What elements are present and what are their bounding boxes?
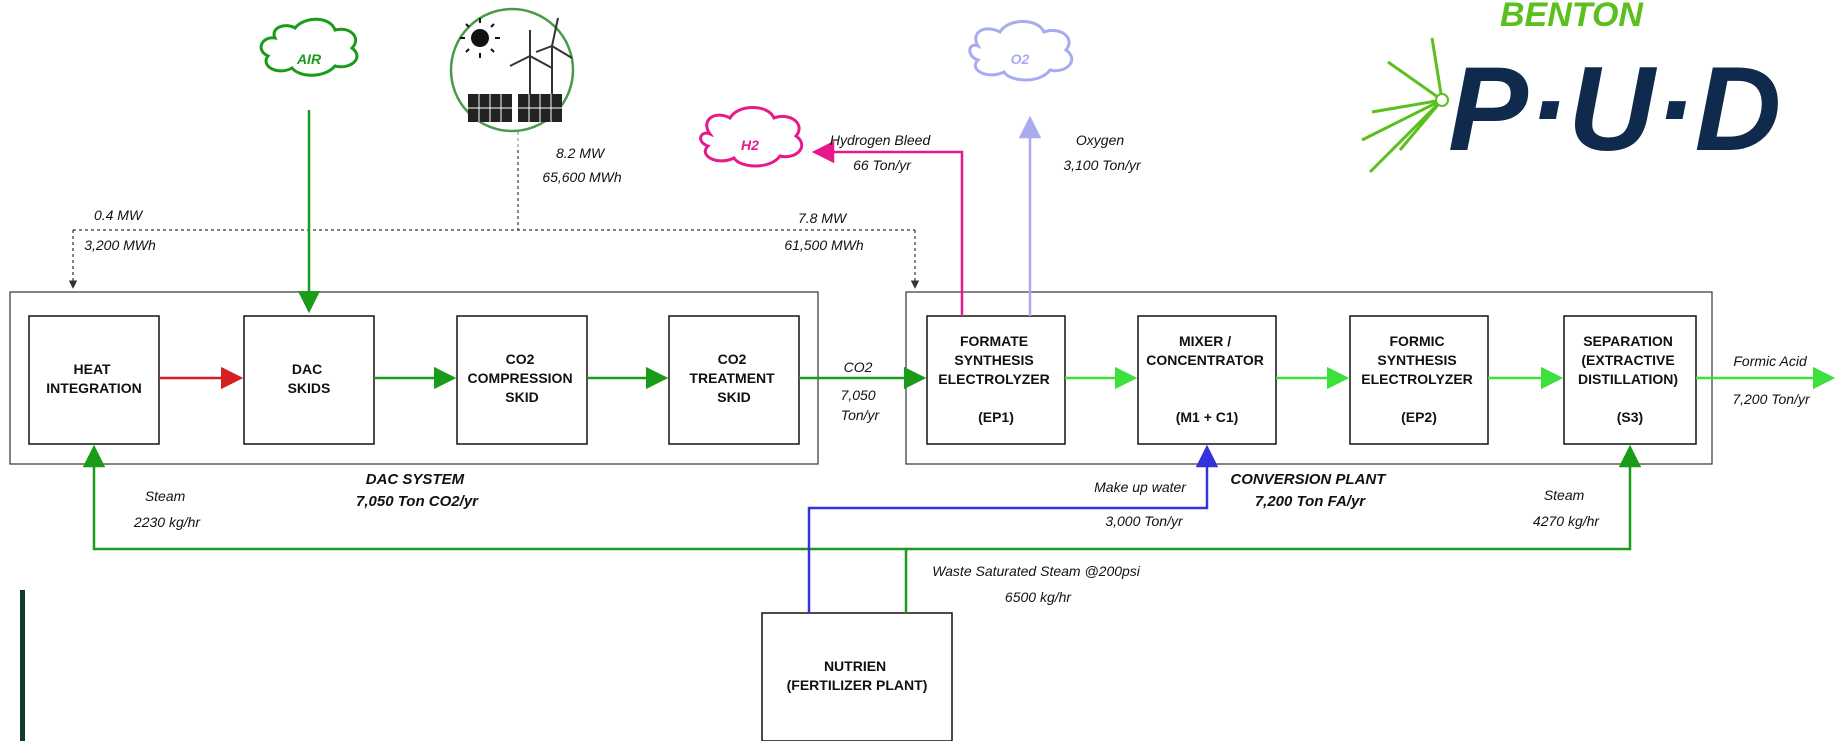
air-cloud: AIR bbox=[261, 19, 357, 75]
formic-label-3: ELECTROLYZER bbox=[1361, 371, 1473, 387]
logo-top-text: BENTON bbox=[1500, 0, 1644, 34]
formic-label-4: (EP2) bbox=[1401, 409, 1437, 425]
power-total-1: 8.2 MW bbox=[556, 145, 606, 161]
logo-main-text: P·U·D bbox=[1448, 42, 1781, 176]
waste-steam-2: 6500 kg/hr bbox=[1005, 589, 1072, 605]
formic-acid-note-2: 7,200 Ton/yr bbox=[1732, 391, 1811, 407]
h2-label: H2 bbox=[741, 137, 759, 153]
svg-text:Make up water 3,000 Ton/yr: Make up water 3,000 Ton/yr bbox=[1094, 479, 1190, 529]
sep-label-4: (S3) bbox=[1617, 409, 1643, 425]
oxygen-note-1: Oxygen bbox=[1076, 132, 1124, 148]
mixer-label-2: CONCENTRATOR bbox=[1146, 352, 1264, 368]
side-bar bbox=[20, 590, 25, 741]
makeup-note-1: Make up water bbox=[1094, 479, 1187, 495]
co2c-label-1: CO2 bbox=[506, 351, 535, 367]
formate-label-1: FORMATE bbox=[960, 333, 1028, 349]
o2-cloud: O2 bbox=[970, 22, 1072, 81]
svg-text:7.8 MW 61,500 MWh: 7.8 MW 61,500 MWh bbox=[784, 210, 864, 253]
conversion-plant-capacity: 7,200 Ton FA/yr bbox=[1255, 493, 1366, 510]
waste-steam-1: Waste Saturated Steam @200psi bbox=[932, 563, 1141, 579]
formic-acid-note-1: Formic Acid bbox=[1733, 353, 1808, 369]
air-label: AIR bbox=[296, 51, 322, 67]
dac-label-2: SKIDS bbox=[288, 380, 331, 396]
co2c-label-3: SKID bbox=[505, 389, 538, 405]
power-conv-2: 61,500 MWh bbox=[784, 237, 864, 253]
formic-label-1: FORMIC bbox=[1389, 333, 1444, 349]
hydrogen-bleed-arrow bbox=[814, 152, 962, 316]
svg-text:CONVERSION PLANT 7,200 Ton: CONVERSION PLANT 7,200 Ton FA/yr bbox=[1230, 471, 1389, 510]
sep-label-3: DISTILLATION) bbox=[1578, 371, 1678, 387]
steam-left-1: Steam bbox=[145, 488, 186, 504]
benton-pud-logo: BENTON P·U·D bbox=[1362, 0, 1781, 176]
svg-text:Formic Acid 7,200 Ton/yr: Formic Acid 7,200 Ton/yr bbox=[1732, 353, 1811, 407]
oxygen-note-2: 3,100 Ton/yr bbox=[1063, 157, 1142, 173]
co2-note-3: Ton/yr bbox=[841, 407, 881, 423]
dac-system-label: DAC SYSTEM bbox=[366, 471, 465, 488]
co2c-label-2: COMPRESSION bbox=[468, 370, 573, 386]
dac-system-capacity: 7,050 Ton CO2/yr bbox=[356, 493, 479, 510]
co2t-label-1: CO2 bbox=[718, 351, 747, 367]
dac-label-1: DAC bbox=[292, 361, 322, 377]
steam-right-1: Steam bbox=[1544, 487, 1585, 503]
svg-text:DAC SYSTEM 7,050 Ton CO2/y: DAC SYSTEM 7,050 Ton CO2/yr bbox=[356, 471, 479, 510]
mixer-label-3: (M1 + C1) bbox=[1176, 409, 1239, 425]
solar-wind-icon bbox=[451, 9, 573, 131]
co2t-label-2: TREATMENT bbox=[689, 370, 775, 386]
h2-cloud: H2 bbox=[701, 108, 802, 167]
formate-label-2: SYNTHESIS bbox=[954, 352, 1033, 368]
power-total-2: 65,600 MWh bbox=[542, 169, 622, 185]
svg-text:CO2 7,050 Ton/yr: CO2 7,050 Ton/yr bbox=[841, 359, 881, 423]
burst-icon bbox=[1362, 38, 1442, 172]
svg-text:Oxygen 3,100 Ton/yr: Oxygen 3,100 Ton/yr bbox=[1063, 132, 1142, 173]
steam-right-2: 4270 kg/hr bbox=[1533, 513, 1600, 529]
svg-text:8.2 MW 65,600 MWh: 8.2 MW 65,600 MWh bbox=[542, 145, 622, 185]
mixer-label-1: MIXER / bbox=[1179, 333, 1231, 349]
hydrogen-note-2: 66 Ton/yr bbox=[853, 157, 912, 173]
power-conv-1: 7.8 MW bbox=[798, 210, 848, 226]
co2-note-1: CO2 bbox=[844, 359, 873, 375]
svg-text:Steam 4270 kg/hr: Steam 4270 kg/hr bbox=[1533, 487, 1600, 529]
nutrien-label-2: (FERTILIZER PLANT) bbox=[787, 677, 928, 693]
svg-text:Steam 2230 kg/hr: Steam 2230 kg/hr bbox=[133, 488, 201, 530]
formate-label-3: ELECTROLYZER bbox=[938, 371, 1050, 387]
steam-left-2: 2230 kg/hr bbox=[133, 514, 201, 530]
makeup-note-2: 3,000 Ton/yr bbox=[1105, 513, 1184, 529]
sep-label-2: (EXTRACTIVE bbox=[1581, 352, 1674, 368]
svg-text:Waste Saturated Steam @200psi: Waste Saturated Steam @200psi 6500 kg/hr bbox=[932, 563, 1144, 605]
power-dac-2: 3,200 MWh bbox=[84, 237, 156, 253]
steam-line bbox=[94, 447, 906, 613]
sep-label-1: SEPARATION bbox=[1583, 333, 1673, 349]
conversion-plant-label: CONVERSION PLANT bbox=[1230, 471, 1387, 488]
heat-label-1: HEAT bbox=[74, 361, 112, 377]
o2-label: O2 bbox=[1011, 51, 1030, 67]
co2-note-2: 7,050 bbox=[841, 387, 876, 403]
co2t-label-3: SKID bbox=[717, 389, 750, 405]
formate-label-4: (EP1) bbox=[978, 409, 1014, 425]
formic-label-2: SYNTHESIS bbox=[1377, 352, 1456, 368]
hydrogen-note-1: Hydrogen Bleed bbox=[830, 132, 932, 148]
heat-label-2: INTEGRATION bbox=[46, 380, 141, 396]
power-dac-1: 0.4 MW bbox=[94, 207, 144, 223]
nutrien-label-1: NUTRIEN bbox=[824, 658, 886, 674]
